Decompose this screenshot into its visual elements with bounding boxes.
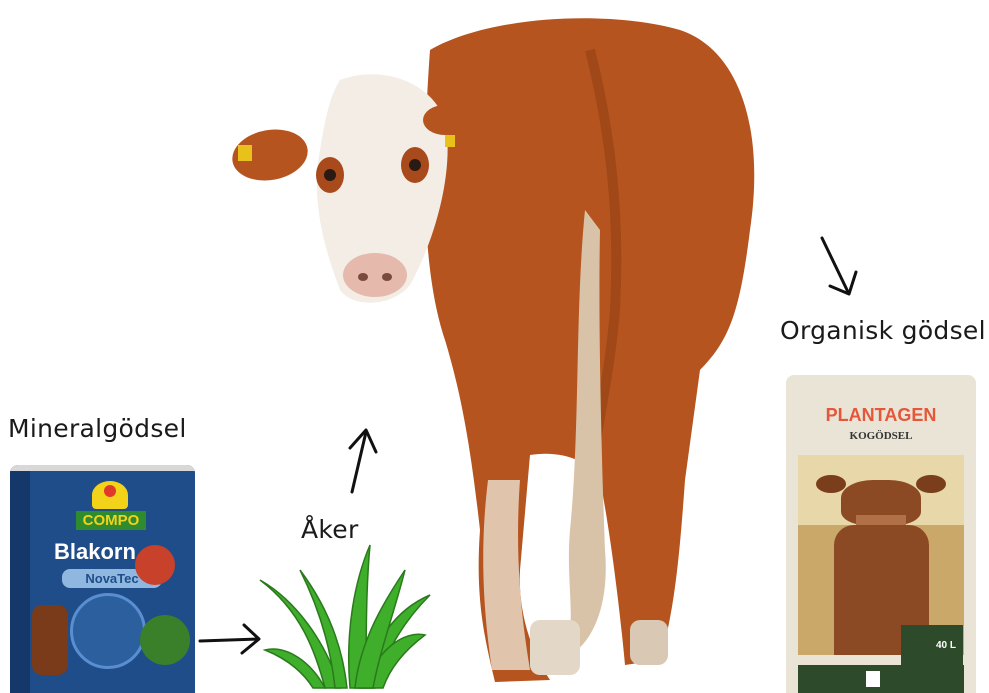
organic-fertilizer-label: Organisk gödsel [780,316,986,345]
grass-illustration [255,540,435,690]
arrow-down-right-icon [810,230,870,305]
organic-fertilizer-bag: PLANTAGEN KOGÖDSEL 40 L [786,375,976,693]
mineral-fertilizer-bag: COMPO Blakorn NovaTec [10,465,195,693]
mineral-bag-product: Blakorn [54,539,136,565]
organic-bag-volume: 40 L [936,640,956,651]
organic-bag-brand: PLANTAGEN [786,405,976,426]
mineral-fertilizer-label: Mineralgödsel [8,414,187,443]
mineral-bag-brand: COMPO [76,511,146,530]
arrow-up-icon [330,418,390,498]
organic-bag-product: KOGÖDSEL [786,430,976,442]
